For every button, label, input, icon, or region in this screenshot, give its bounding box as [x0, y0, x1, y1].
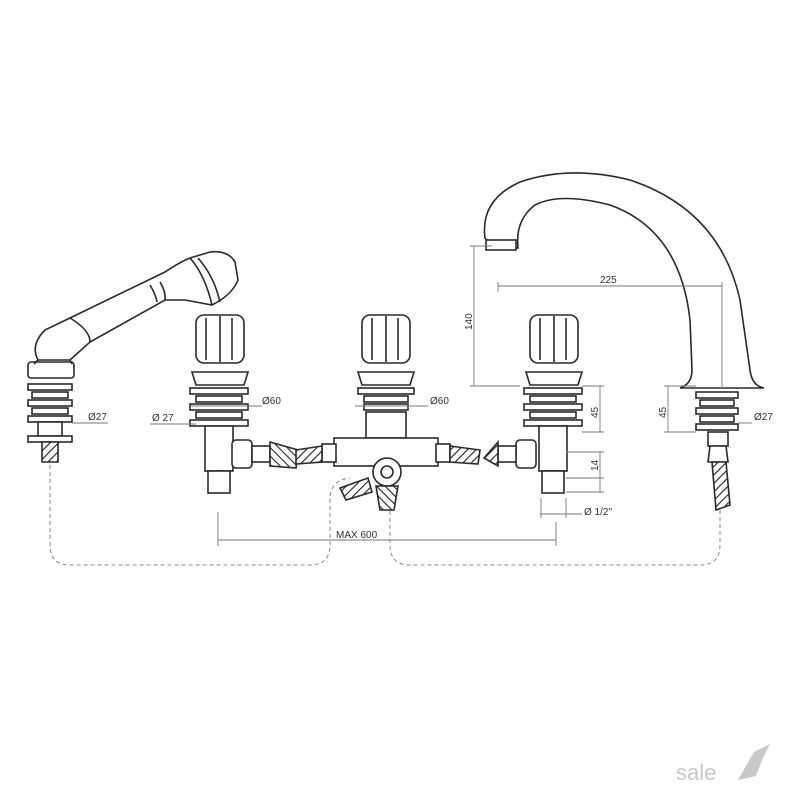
dim-140: 140 [464, 313, 475, 330]
dim-d27-left-valve: Ø 27 [152, 413, 174, 424]
left-valve [189, 314, 299, 494]
spout [483, 172, 765, 512]
dim-d60-left: Ø60 [262, 396, 281, 407]
dim-45-right: 45 [658, 406, 669, 418]
center-diverter [295, 314, 481, 511]
dimension-labels: Ø27 Ø 27 Ø60 Ø60 140 225 45 45 Ø27 14 Ø … [88, 275, 773, 541]
logo-mark-icon [738, 744, 770, 780]
dim-14: 14 [590, 459, 601, 471]
dim-45-mid: 45 [590, 406, 601, 418]
right-valve [482, 314, 584, 494]
brand-logo: sale [676, 744, 770, 785]
hose-right [389, 495, 721, 566]
hose-left [49, 465, 351, 566]
dim-d27-spout: Ø27 [754, 412, 773, 423]
dim-d-half-inch: Ø 1/2" [584, 507, 612, 518]
dimension-lines [72, 245, 752, 546]
dim-d27-shower: Ø27 [88, 412, 107, 423]
logo-text: sale [676, 760, 716, 785]
dim-d60-center: Ø60 [430, 396, 449, 407]
dim-max-600: MAX 600 [336, 530, 378, 541]
hand-shower [27, 250, 239, 463]
dim-225: 225 [600, 275, 617, 286]
hose-lines [49, 465, 721, 566]
